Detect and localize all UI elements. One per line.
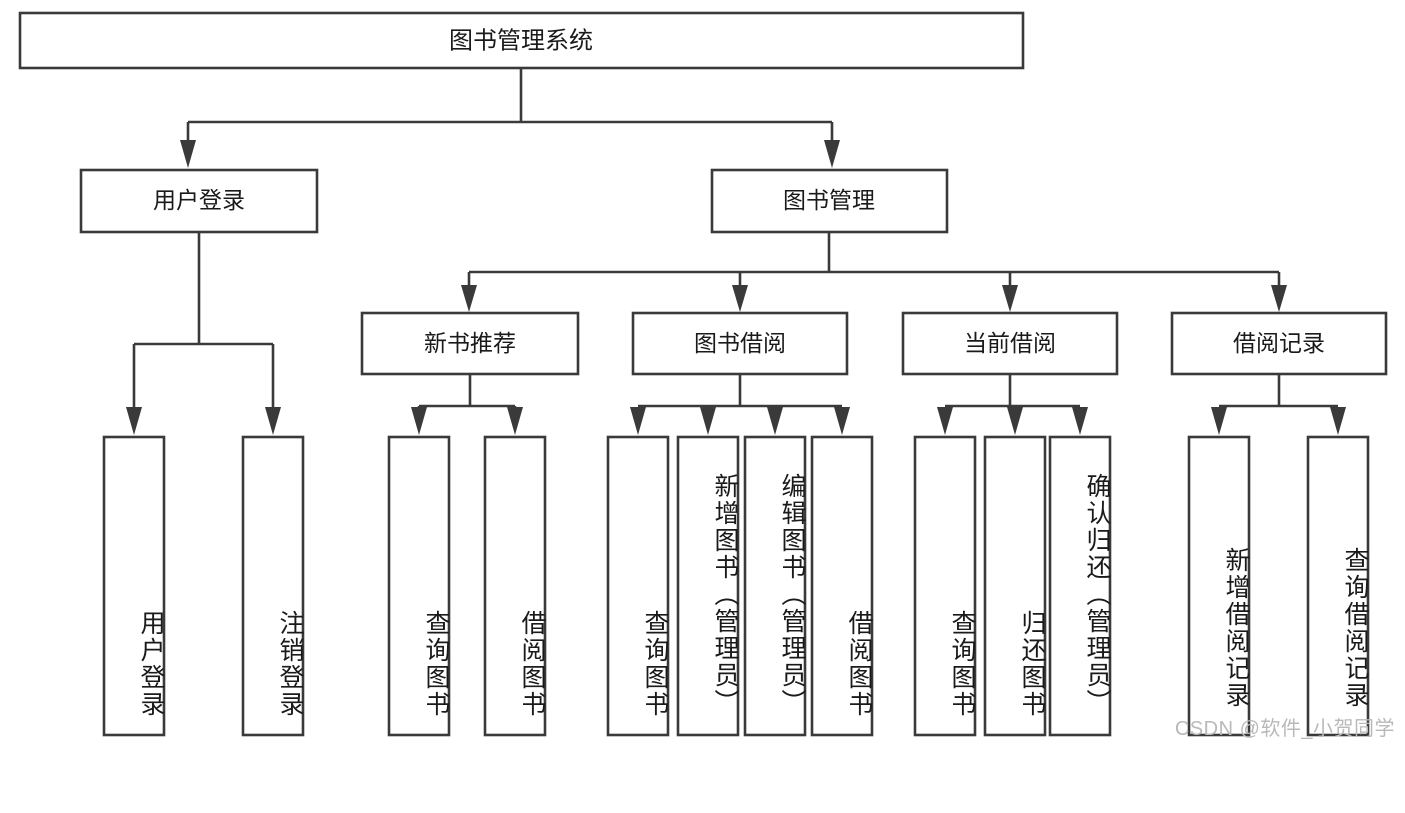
arrow-head-icon bbox=[1002, 285, 1018, 312]
arrow-head-icon bbox=[411, 407, 427, 435]
arrow-head-icon bbox=[1271, 285, 1287, 312]
leaf-box-borrow-book-2[interactable] bbox=[810, 435, 874, 737]
leaf-box-user-login[interactable] bbox=[102, 435, 166, 737]
node-book-manage-label: 图书管理 bbox=[783, 187, 875, 213]
arrow-head-icon bbox=[1330, 407, 1346, 435]
node-borrow-record[interactable]: 借阅记录 bbox=[1170, 311, 1388, 376]
node-root-label: 图书管理系统 bbox=[449, 27, 593, 54]
leaf-box-query-book-2[interactable] bbox=[606, 435, 670, 737]
leaf-box-add-book[interactable] bbox=[676, 435, 740, 737]
flowchart-svg: 图书管理系统 用户登录 图书管理 bbox=[18, 11, 1388, 737]
connector-book-manage-to-level3 bbox=[461, 232, 1287, 312]
arrow-head-icon bbox=[630, 407, 646, 435]
arrow-head-icon bbox=[126, 407, 142, 435]
arrow-head-icon bbox=[1007, 407, 1023, 435]
node-user-login[interactable]: 用户登录 bbox=[79, 168, 319, 234]
diagram-canvas: 图书管理系统 用户登录 图书管理 bbox=[18, 11, 1395, 740]
node-book-borrow-label: 图书借阅 bbox=[694, 330, 786, 356]
node-new-book-recommend-box[interactable] bbox=[360, 311, 580, 376]
node-book-borrow[interactable]: 图书借阅 bbox=[631, 311, 849, 376]
arrow-head-icon bbox=[732, 285, 748, 312]
node-current-borrow[interactable]: 当前借阅 bbox=[901, 311, 1119, 376]
leaf-box-edit-book[interactable] bbox=[743, 435, 807, 737]
connector-user-login-to-leaves bbox=[126, 232, 281, 435]
node-root-box[interactable] bbox=[18, 11, 1025, 70]
leaf-box-query-record[interactable] bbox=[1306, 435, 1370, 737]
leaf-box-borrow-book-1[interactable] bbox=[483, 435, 547, 737]
node-book-manage-box[interactable] bbox=[710, 168, 949, 234]
arrow-head-icon bbox=[1072, 407, 1088, 435]
arrow-head-icon bbox=[180, 140, 196, 168]
node-root[interactable]: 图书管理系统 bbox=[18, 11, 1025, 70]
node-book-manage[interactable]: 图书管理 bbox=[710, 168, 949, 234]
connector-root-to-level2 bbox=[180, 68, 840, 168]
connector-borrow-record-to-leaves bbox=[1211, 374, 1346, 435]
node-book-borrow-box[interactable] bbox=[631, 311, 849, 376]
arrow-head-icon bbox=[1211, 407, 1227, 435]
connector-current-borrow-to-leaves bbox=[937, 374, 1088, 435]
arrow-head-icon bbox=[834, 407, 850, 435]
node-current-borrow-label: 当前借阅 bbox=[964, 330, 1056, 356]
leaf-box-query-book-1[interactable] bbox=[387, 435, 451, 737]
node-current-borrow-box[interactable] bbox=[901, 311, 1119, 376]
csdn-watermark: CSDN @软件_小贺同学 bbox=[1174, 718, 1395, 740]
arrow-head-icon bbox=[265, 407, 281, 435]
arrow-head-icon bbox=[507, 407, 523, 435]
connector-new-book-recommend-to-leaves bbox=[411, 374, 523, 435]
arrow-head-icon bbox=[767, 407, 783, 435]
leaf-box-logout[interactable] bbox=[241, 435, 305, 737]
leaf-box-add-record[interactable] bbox=[1187, 435, 1251, 737]
node-new-book-recommend-label: 新书推荐 bbox=[424, 330, 516, 356]
leaf-box-return-book[interactable] bbox=[983, 435, 1047, 737]
node-borrow-record-label: 借阅记录 bbox=[1233, 330, 1325, 356]
arrow-head-icon bbox=[700, 407, 716, 435]
arrow-head-icon bbox=[824, 140, 840, 168]
leaf-box-query-book-3[interactable] bbox=[913, 435, 977, 737]
arrow-head-icon bbox=[461, 285, 477, 312]
node-user-login-label: 用户登录 bbox=[153, 187, 245, 213]
arrow-head-icon bbox=[937, 407, 953, 435]
node-borrow-record-box[interactable] bbox=[1170, 311, 1388, 376]
leaf-box-confirm-return[interactable] bbox=[1048, 435, 1112, 737]
connector-book-borrow-to-leaves bbox=[630, 374, 850, 435]
node-new-book-recommend[interactable]: 新书推荐 bbox=[360, 311, 580, 376]
